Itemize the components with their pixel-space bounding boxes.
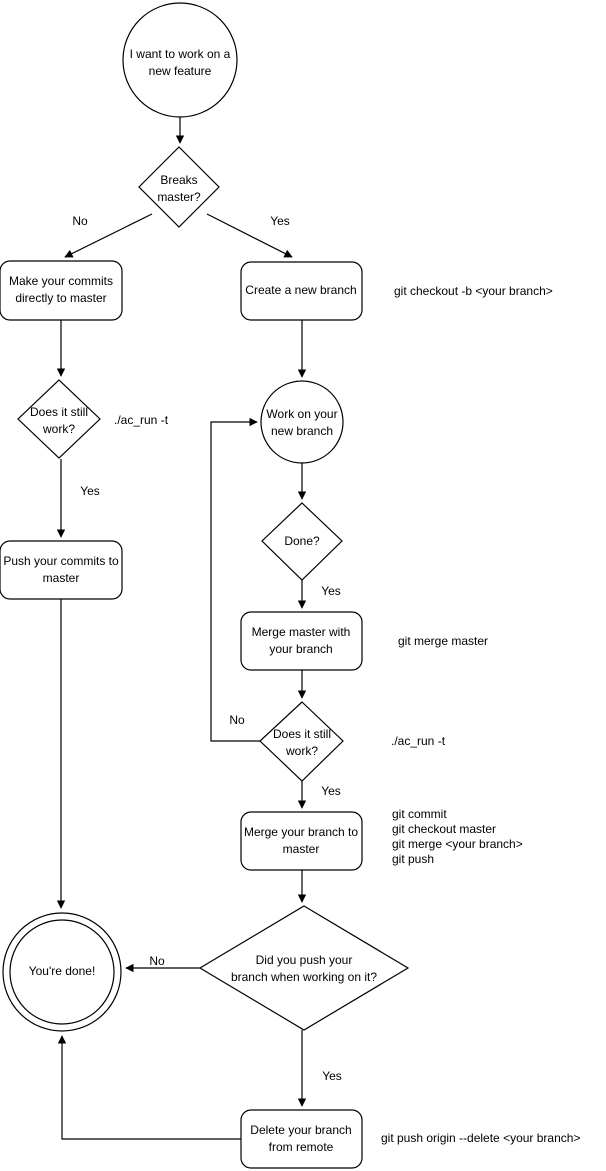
node-breaks-master[interactable]: Breaks master? [138,146,220,228]
annotation-merge-master-cmd: git merge master [398,634,488,648]
node-start[interactable]: I want to work on a new feature [122,2,238,118]
work-on-branch-label-line1: Work on your [266,407,337,421]
edge-test-right-no-loop [210,417,260,742]
make-commits-rect-shape [0,260,123,321]
work-on-branch-label-line2: new branch [271,424,333,438]
work-on-branch-circle-shape [260,380,344,464]
did-you-push-label-line2: branch when working on it? [231,970,377,984]
done-question-diamond-shape [261,502,343,581]
edge-label-done-yes: Yes [321,584,341,598]
does-it-work-right-label-line2: work? [285,744,318,758]
does-it-work-right-label-line1: Does it still [273,727,331,741]
node-does-it-work-right[interactable]: Does it still work? [259,701,344,782]
merge-branch-rect-shape [240,811,363,871]
annotation-right-test-cmd: ./ac_run -t [391,734,446,748]
start-circle-shape [122,2,238,118]
merge-master-label-line2: your branch [269,642,332,656]
start-label-line1: I want to work on a [130,47,231,61]
merge-master-rect-shape [240,611,363,671]
annotation-merge-branch-cmd-4: git push [392,852,434,866]
node-does-it-work-left[interactable]: Does it still work? [17,379,101,459]
node-work-on-branch[interactable]: Work on your new branch [260,380,344,464]
breaks-master-label-line1: Breaks [160,173,197,187]
does-it-work-left-label-line2: work? [42,422,75,436]
annotation-create-branch-cmd: git checkout -b <your branch> [394,284,553,298]
create-branch-label-line1: Create a new branch [245,283,356,297]
push-commits-rect-shape [0,540,123,600]
annotation-merge-branch-cmd-3: git merge <your branch> [392,837,523,851]
edge-label-right-work-yes: Yes [321,784,341,798]
edge-labels: No Yes Yes Yes No Yes No Yes [72,214,341,1083]
push-commits-label-line2: master [43,571,80,585]
does-it-work-left-diamond-shape [17,379,101,459]
annotation-merge-branch-cmd-2: git checkout master [392,822,496,836]
did-you-push-diamond-shape [198,905,410,1031]
merge-branch-label-line1: Merge your branch to [244,825,358,839]
node-create-branch[interactable]: Create a new branch [240,261,363,321]
edge-label-left-work-yes: Yes [80,484,100,498]
node-did-you-push[interactable]: Did you push your branch when working on… [198,905,410,1031]
start-label-line2: new feature [149,64,212,78]
merge-branch-label-line2: master [283,842,320,856]
edge-breaks-to-create-branch [206,213,293,258]
make-commits-label-line1: Make your commits [9,274,113,288]
does-it-work-left-label-line1: Does it still [30,405,88,419]
node-merge-master[interactable]: Merge master with your branch [240,611,363,671]
node-youre-done[interactable]: You're done! [2,912,122,1032]
edge-label-push-no: No [149,954,165,968]
node-push-commits[interactable]: Push your commits to master [0,540,123,600]
node-done-question[interactable]: Done? [261,502,343,581]
annotation-delete-branch-cmd: git push origin --delete <your branch> [381,1131,580,1145]
edge-delete-to-done [57,1035,241,1140]
push-commits-label-line1: Push your commits to [3,554,119,568]
delete-branch-label-line1: Delete your branch [250,1123,351,1137]
edge-label-push-yes: Yes [322,1069,342,1083]
edge-label-breaks-no: No [72,214,88,228]
merge-master-label-line1: Merge master with [252,625,351,639]
done-question-label-line1: Done? [284,534,320,548]
breaks-master-diamond-shape [138,146,220,228]
create-branch-rect-shape [240,261,363,321]
edge-breaks-to-make-commits [64,213,153,258]
youre-done-label: You're done! [29,964,96,978]
node-make-commits[interactable]: Make your commits directly to master [0,260,123,321]
delete-branch-label-line2: from remote [269,1140,334,1154]
did-you-push-label-line1: Did you push your [256,953,353,967]
youre-done-inner-circle-shape [9,919,115,1025]
node-delete-branch[interactable]: Delete your branch from remote [240,1109,363,1169]
make-commits-label-line2: directly to master [15,291,106,305]
delete-branch-rect-shape [240,1109,363,1169]
edge-label-right-work-no: No [229,713,245,727]
annotation-left-test-cmd: ./ac_run -t [114,413,169,427]
annotations: git checkout -b <your branch> ./ac_run -… [114,284,580,1145]
breaks-master-label-line2: master? [157,190,201,204]
node-merge-branch[interactable]: Merge your branch to master [240,811,363,871]
connectors [56,117,307,1140]
annotation-merge-branch-cmd-1: git commit [392,807,447,821]
does-it-work-right-diamond-shape [259,701,344,782]
edge-label-breaks-yes: Yes [270,214,290,228]
